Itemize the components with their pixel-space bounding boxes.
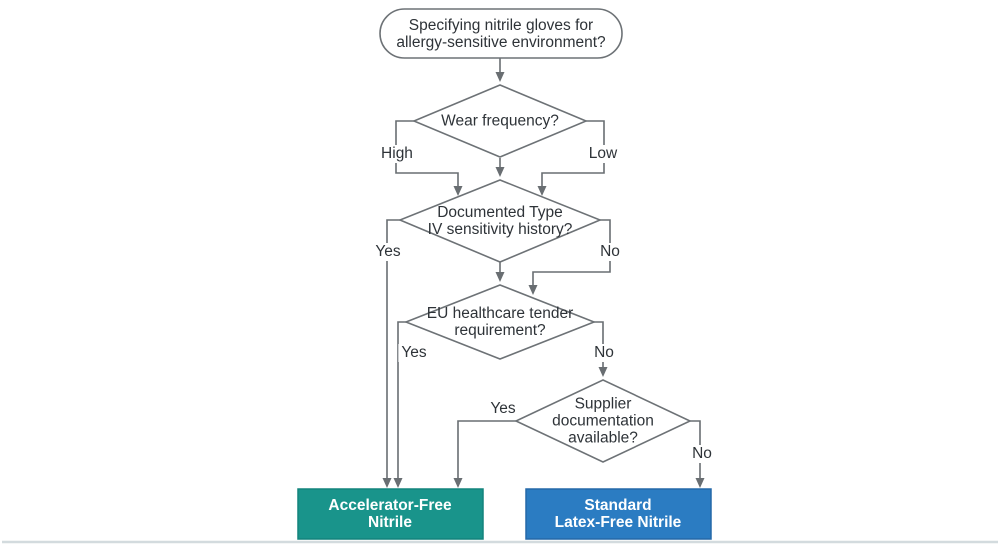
edge-label-eu-yes: Yes	[398, 344, 430, 362]
edge-high	[395, 120, 459, 187]
arrowhead	[598, 367, 608, 377]
start-node-label: Specifying nitrile gloves for allergy-se…	[396, 17, 605, 51]
wear-frequency-label: Wear frequency?	[441, 113, 559, 130]
edge-supplier-yes	[457, 420, 516, 479]
eu-tender-line2: requirement?	[454, 322, 546, 339]
start-node-shape	[379, 8, 623, 59]
standard-latex-free-terminal-shape	[525, 488, 712, 540]
edge-label-typeiv-no: No	[597, 243, 623, 261]
arrowhead	[382, 478, 392, 488]
edge-label-low: Low	[585, 145, 621, 163]
type-iv-decision-shape	[397, 179, 603, 263]
standard-latex-free-label: Standard Latex-Free Nitrile	[555, 497, 682, 531]
arrowhead	[528, 285, 538, 295]
eu-tender-line1: EU healthcare tender	[426, 305, 574, 322]
standard-latex-free-line2: Latex-Free Nitrile	[554, 514, 682, 531]
edge-typeiv-yes	[386, 219, 400, 479]
start-node-line2: allergy-sensitive environment?	[396, 34, 606, 51]
type-iv-line2: IV sensitivity history?	[427, 221, 573, 238]
supplier-doc-label: Supplier documentation available?	[552, 396, 654, 447]
arrowhead	[453, 186, 463, 196]
edge-label-eu-no: No	[591, 344, 617, 362]
supplier-doc-line3: available?	[568, 429, 638, 447]
eu-tender-decision-shape	[403, 284, 597, 360]
wear-frequency-decision-shape	[411, 84, 589, 158]
edge-label-high: High	[378, 145, 416, 163]
arrowhead	[495, 272, 505, 282]
supplier-doc-decision-shape	[514, 379, 692, 463]
accelerator-free-line1: Accelerator-Free	[328, 497, 452, 514]
eu-tender-label: EU healthcare tender requirement?	[427, 305, 573, 339]
arrowhead	[537, 186, 547, 196]
start-node-line1: Specifying nitrile gloves for	[408, 17, 594, 34]
accelerator-free-line2: Nitrile	[368, 514, 412, 531]
type-iv-label: Documented Type IV sensitivity history?	[428, 204, 573, 238]
type-iv-line1: Documented Type	[437, 204, 563, 221]
arrowhead	[495, 167, 505, 177]
supplier-doc-line2: documentation	[552, 412, 654, 430]
edge-low	[541, 120, 605, 187]
standard-latex-free-line1: Standard	[584, 497, 652, 514]
arrowhead	[495, 72, 505, 82]
wear-frequency-line1: Wear frequency?	[441, 112, 559, 130]
arrowhead	[453, 478, 463, 488]
edge-label-supplier-no: No	[689, 445, 715, 463]
accelerator-free-label: Accelerator-Free Nitrile	[328, 497, 451, 531]
edge-label-typeiv-yes: Yes	[372, 243, 404, 261]
edge-eu-yes	[397, 321, 406, 479]
edge-typeiv-no	[532, 219, 611, 286]
accelerator-free-terminal-shape	[297, 488, 484, 540]
arrowhead	[393, 478, 403, 488]
supplier-doc-line1: Supplier	[574, 395, 632, 413]
arrowhead	[695, 478, 705, 488]
edge-label-supplier-yes: Yes	[487, 400, 519, 418]
